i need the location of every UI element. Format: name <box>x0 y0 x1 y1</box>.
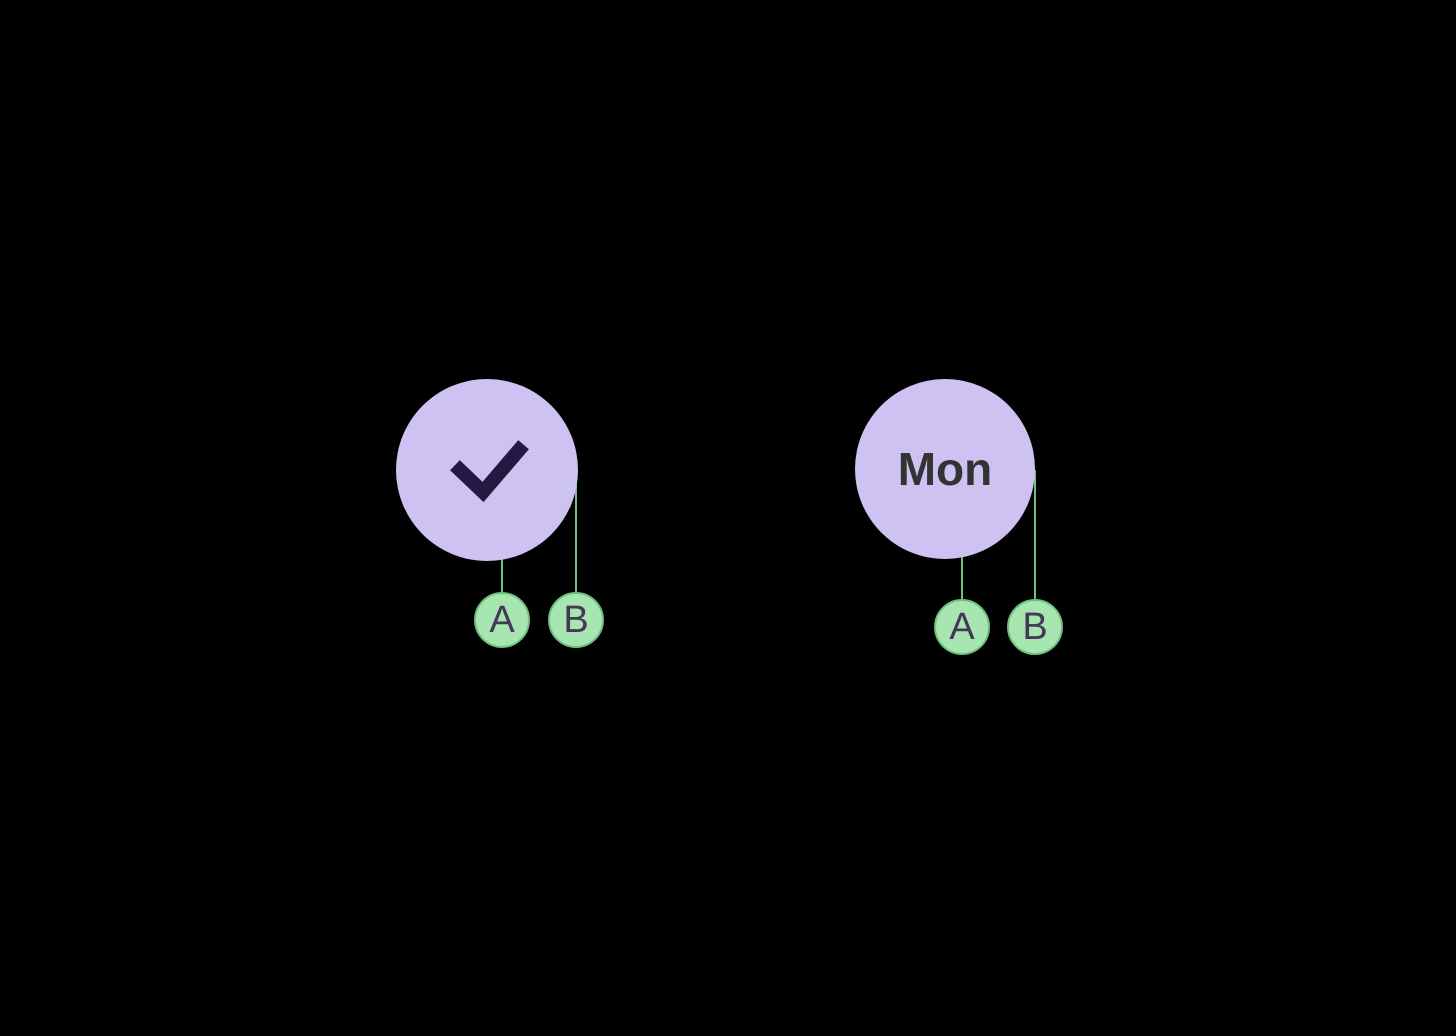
check-icon <box>450 440 529 503</box>
leaf-node-b[interactable]: B <box>1007 599 1063 655</box>
leaf-node-b-label: B <box>563 599 588 641</box>
leaf-node-b-label: B <box>1022 606 1047 648</box>
leaf-node-a-circle[interactable] <box>934 599 990 655</box>
check-node[interactable] <box>396 379 578 561</box>
mon-node-label: Mon <box>898 443 993 495</box>
leaf-node-a-label: A <box>489 599 515 641</box>
node-group-check: A B <box>396 379 604 648</box>
node-group-mon: Mon A B <box>855 379 1063 655</box>
leaf-node-a-circle[interactable] <box>474 592 530 648</box>
leaf-node-b-circle[interactable] <box>548 592 604 648</box>
leaf-node-b-circle[interactable] <box>1007 599 1063 655</box>
leaf-node-a[interactable]: A <box>934 599 990 655</box>
mon-node[interactable] <box>855 379 1035 559</box>
leaf-node-a[interactable]: A <box>474 592 530 648</box>
leaf-node-a-label: A <box>949 606 975 648</box>
leaf-node-b[interactable]: B <box>548 592 604 648</box>
